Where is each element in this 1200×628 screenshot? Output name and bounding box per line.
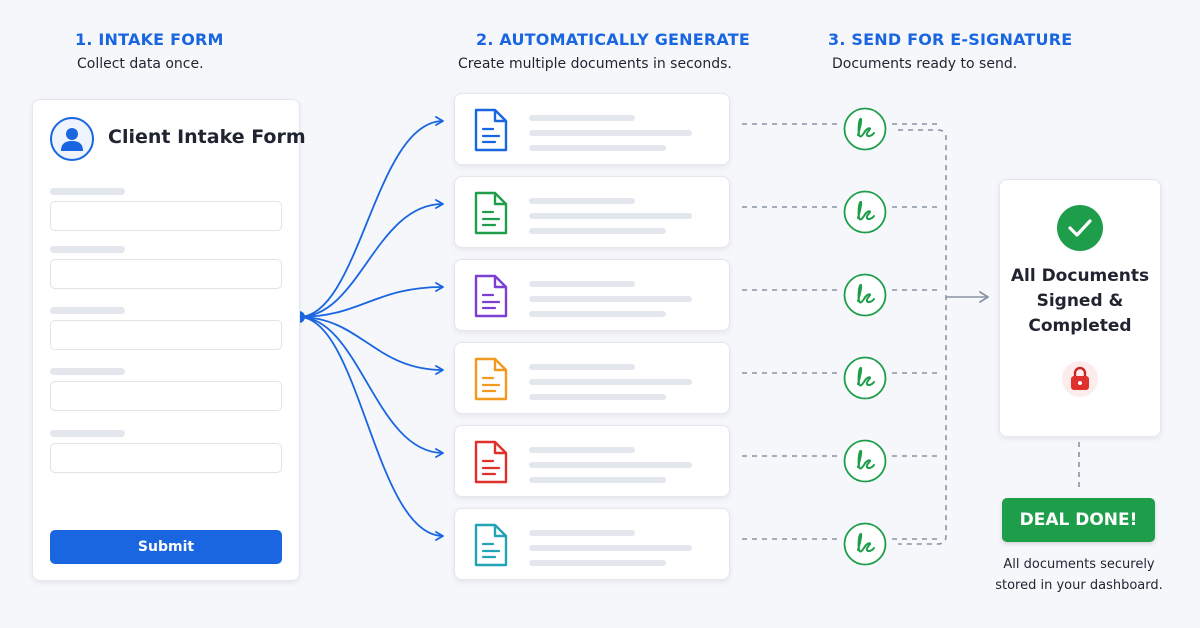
merge-bracket [898,129,947,545]
field-label-placeholder [50,246,125,253]
completion-card: All Documents Signed & Completed [999,179,1161,437]
fan-out-arrow [298,282,444,318]
document-text-line [529,213,692,219]
step-3-subtitle: Documents ready to send. [832,56,1018,72]
document-card [454,425,730,497]
document-text-line [529,228,666,234]
document-text-line [529,447,635,453]
document-text-line [529,311,666,317]
signature-connectors [742,123,942,540]
document-icon [474,274,508,318]
document-icon [474,191,508,235]
fan-out-arrow [298,316,444,541]
signature-icon [843,190,887,234]
storage-note: All documents securely stored in your da… [985,554,1173,596]
submit-button[interactable]: Submit [50,530,282,564]
document-card [454,342,730,414]
document-text-line [529,530,635,536]
document-text-line [529,130,692,136]
fan-out-arrow [298,199,444,318]
user-avatar-icon [50,117,94,161]
document-text-line [529,281,635,287]
document-text-line [529,560,666,566]
field-label-placeholder [50,368,125,375]
document-text-line [529,145,666,151]
form-input-field[interactable] [50,443,282,473]
completion-line: Completed [1028,316,1132,336]
signature-icon [843,439,887,483]
completion-message: All Documents Signed & Completed [1000,264,1160,339]
document-card [454,259,730,331]
client-intake-form-card: Client Intake Form Submit [32,99,306,581]
deal-done-badge: DEAL DONE! [1002,498,1155,542]
form-input-field[interactable] [50,259,282,289]
document-text-line [529,462,692,468]
document-icon [474,108,508,152]
check-icon [1057,205,1103,251]
document-icon [474,357,508,401]
fan-out-arrow [298,316,444,375]
document-text-line [529,296,692,302]
step-1-subtitle: Collect data once. [77,56,204,72]
document-text-line [529,379,692,385]
fan-out-arrows [298,116,444,541]
document-text-line [529,364,635,370]
field-label-placeholder [50,307,125,314]
document-text-line [529,477,666,483]
step-2-subtitle: Create multiple documents in seconds. [458,56,732,72]
completion-line: Signed & [1036,291,1124,311]
document-card [454,93,730,165]
document-card [454,508,730,580]
form-input-field[interactable] [50,320,282,350]
signature-icon [843,522,887,566]
storage-note-line: All documents securely [1003,557,1155,572]
document-icon [474,440,508,484]
form-input-field[interactable] [50,381,282,411]
signature-icon [843,273,887,317]
signature-icon [843,356,887,400]
document-text-line [529,394,666,400]
fan-out-arrow [298,116,444,318]
step-2-title: 2. AUTOMATICALLY GENERATE [476,30,750,49]
form-input-field[interactable] [50,201,282,231]
completion-line: All Documents [1010,266,1150,286]
document-icon [474,523,508,567]
form-title: Client Intake Form [108,126,306,148]
storage-note-line: stored in your dashboard. [995,578,1163,593]
document-text-line [529,198,635,204]
step-3-title: 3. SEND FOR E-SIGNATURE [828,30,1073,49]
lock-icon [1062,361,1098,397]
field-label-placeholder [50,188,125,195]
document-text-line [529,545,692,551]
step-1-title: 1. INTAKE FORM [75,30,224,49]
signature-icon [843,107,887,151]
document-card [454,176,730,248]
fan-out-arrow [298,316,444,458]
field-label-placeholder [50,430,125,437]
document-text-line [529,115,635,121]
